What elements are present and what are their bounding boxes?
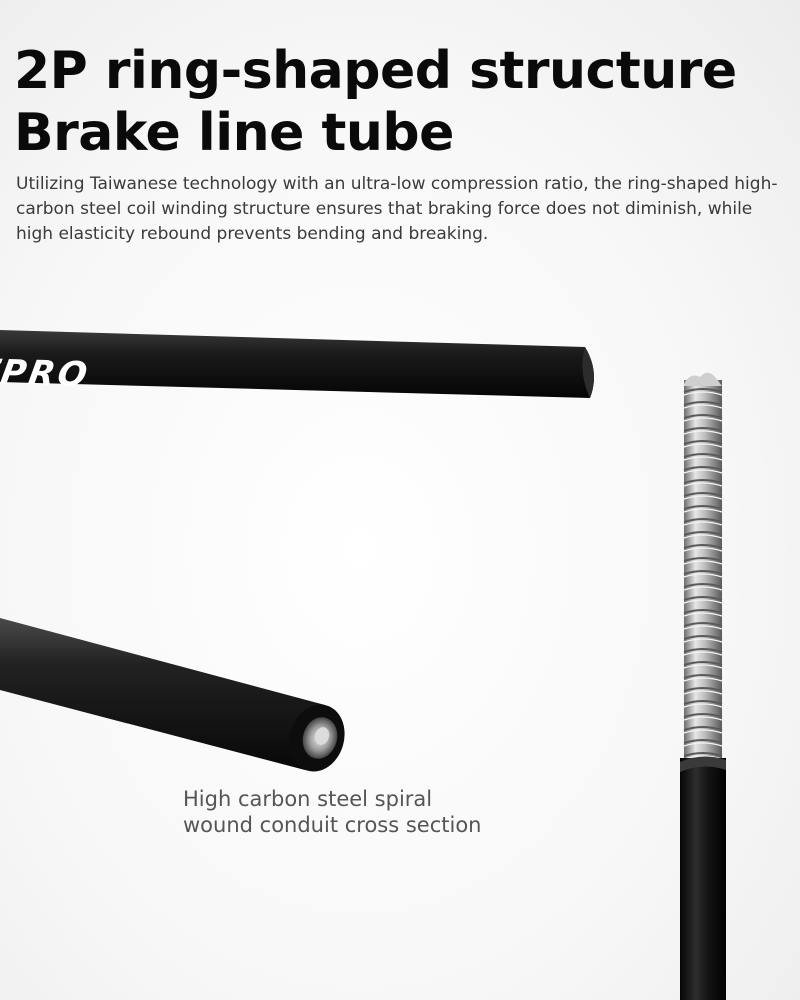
coil-ring-highlight [683,599,723,604]
coil-ring [683,388,723,393]
coil-ring [683,687,723,692]
coil-ring-highlight [683,742,723,747]
coil-ring [683,557,723,562]
coil-ring-highlight [683,729,723,734]
coil-ring-highlight [683,430,723,435]
cross-section-caption: High carbon steel spiral wound conduit c… [183,787,482,837]
coil-ring [683,518,723,523]
coil-ring [683,440,723,445]
coil-ring [683,739,723,744]
coil-ring-highlight [683,521,723,526]
coil-ring [683,726,723,731]
coil-ring-highlight [683,586,723,591]
coil-ring-highlight [683,417,723,422]
coil-ring-highlight [683,456,723,461]
coil-rings [683,388,723,760]
coil-ring-highlight [683,508,723,513]
coil-ring-highlight [683,703,723,708]
coil-ring [683,635,723,640]
coil-ring [683,583,723,588]
coil-ring-highlight [683,664,723,669]
coil-ring-highlight [683,651,723,656]
coil-ring [683,427,723,432]
page-title: 2P ring-shaped structure Brake line tube [14,40,737,164]
coil-ring-highlight [683,534,723,539]
coil-ring-highlight [683,404,723,409]
coil-ring-highlight [683,495,723,500]
coil-ring-highlight [683,469,723,474]
coil-ring [683,544,723,549]
coil-ring [683,661,723,666]
title-line-1: 2P ring-shaped structure [14,41,737,101]
upper-cable: TTPRO [0,330,594,398]
coil-ring [683,752,723,757]
coil-ring [683,401,723,406]
coil-ring [683,466,723,471]
title-line-2: Brake line tube [14,103,454,163]
coil-ring-highlight [683,677,723,682]
coil-ring-highlight [683,690,723,695]
coil-ring [683,622,723,627]
coil-ring-highlight [683,547,723,552]
brand-print: TTPRO [0,351,93,395]
coil-ring-highlight [683,716,723,721]
coil-ring [683,479,723,484]
coil-ring [683,414,723,419]
coil-ring [683,505,723,510]
coil-ring [683,453,723,458]
coil-ring [683,531,723,536]
coil-ring [683,700,723,705]
coil-ring-highlight [683,612,723,617]
coil-ring-highlight [683,391,723,396]
coil-ring-highlight [683,625,723,630]
lower-cable [0,618,345,772]
coil-ring-highlight [683,560,723,565]
coil-ring [683,674,723,679]
coil-ring-highlight [683,573,723,578]
coil-ring [683,609,723,614]
coil-ring-highlight [683,482,723,487]
coil-ring [683,492,723,497]
coil-ring [683,713,723,718]
steel-coil [683,372,723,765]
product-description: Utilizing Taiwanese technology with an u… [16,174,778,244]
coil-ring [683,596,723,601]
coil-ring-highlight [683,638,723,643]
vertical-cable [680,756,726,1000]
coil-ring [683,570,723,575]
coil-ring-highlight [683,443,723,448]
coil-ring [683,648,723,653]
